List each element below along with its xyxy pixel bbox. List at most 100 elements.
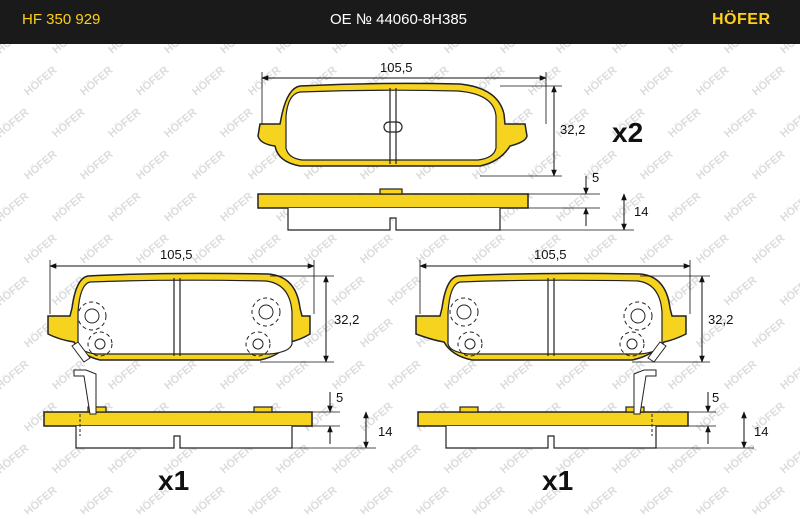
watermark-logo: HÖFER: [442, 358, 480, 393]
left-total-thickness-label: 14: [378, 424, 392, 439]
watermark-logo: HÖFER: [106, 358, 144, 393]
watermark-logo: HÖFER: [778, 358, 800, 393]
watermark-logo: HÖFER: [134, 64, 172, 99]
watermark-logo: HÖFER: [358, 316, 396, 351]
watermark-logo: HÖFER: [162, 190, 200, 225]
watermark-logo: HÖFER: [78, 232, 116, 267]
watermark-logo: HÖFER: [414, 484, 452, 514]
top-pad-front-view: [257, 82, 528, 167]
watermark-logo: HÖFER: [162, 106, 200, 141]
watermark-logo: HÖFER: [330, 358, 368, 393]
watermark-logo: HÖFER: [0, 442, 31, 477]
watermark-logo: HÖFER: [134, 148, 172, 183]
watermark-logo: HÖFER: [750, 148, 788, 183]
watermark-logo: HÖFER: [638, 232, 676, 267]
watermark-logo: HÖFER: [694, 232, 732, 267]
right-height-label: 32,2: [708, 312, 733, 327]
watermark-logo: HÖFER: [246, 64, 284, 99]
watermark-logo: HÖFER: [694, 148, 732, 183]
watermark-logo: HÖFER: [554, 358, 592, 393]
watermark-logo: HÖFER: [218, 44, 256, 56]
watermark-logo: HÖFER: [190, 484, 228, 514]
watermark-logo: HÖFER: [78, 484, 116, 514]
watermark-logo: HÖFER: [470, 484, 508, 514]
watermark-logo: HÖFER: [330, 44, 368, 56]
watermark-logo: HÖFER: [750, 484, 788, 514]
right-quantity-label: x1: [542, 465, 573, 496]
watermark-logo: HÖFER: [470, 232, 508, 267]
right-pad-side-view: [417, 369, 689, 449]
watermark-logo: HÖFER: [190, 232, 228, 267]
watermark-logo: HÖFER: [274, 358, 312, 393]
watermark-logo: HÖFER: [582, 148, 620, 183]
watermark-logo: HÖFER: [302, 232, 340, 267]
watermark-logo: HÖFER: [666, 442, 704, 477]
watermark-logo: HÖFER: [638, 484, 676, 514]
watermark-logo: HÖFER: [330, 442, 368, 477]
top-total-thickness-label: 14: [634, 204, 648, 219]
top-quantity-label: x2: [612, 117, 643, 148]
watermark-logo: HÖFER: [22, 64, 60, 99]
part-number: HF 350 929: [22, 11, 101, 28]
watermark-logo: HÖFER: [750, 64, 788, 99]
left-quantity-label: x1: [158, 465, 189, 496]
watermark-logo: HÖFER: [722, 442, 760, 477]
watermark-logo: HÖFER: [750, 316, 788, 351]
watermark-logo: HÖFER: [722, 274, 760, 309]
watermark-logo: HÖFER: [274, 44, 312, 56]
brand-logo: HÖFER: [712, 11, 771, 28]
watermark-logo: HÖFER: [778, 190, 800, 225]
top-dimensions: 105,5 32,2 5 14 x2: [261, 60, 648, 231]
left-backplate-thickness-label: 5: [336, 390, 343, 405]
watermark-logo: HÖFER: [162, 44, 200, 56]
watermark-logo: HÖFER: [498, 44, 536, 56]
oe-number: OE № 44060-8H385: [330, 11, 468, 28]
watermark-logo: HÖFER: [778, 44, 800, 56]
watermark-logo: HÖFER: [666, 106, 704, 141]
watermark-logo: HÖFER: [218, 190, 256, 225]
watermark-logo: HÖFER: [50, 44, 88, 56]
top-pad-side-view: [257, 188, 529, 231]
watermark-logo: HÖFER: [638, 64, 676, 99]
watermark-logo: HÖFER: [106, 44, 144, 56]
watermark-logo: HÖFER: [722, 44, 760, 56]
watermark-logo: HÖFER: [0, 106, 31, 141]
watermark-logo: HÖFER: [190, 64, 228, 99]
watermark-logo: HÖFER: [106, 190, 144, 225]
top-backplate-thickness-label: 5: [592, 170, 599, 185]
watermark-logo: HÖFER: [246, 484, 284, 514]
watermark-logo: HÖFER: [498, 358, 536, 393]
left-dimensions: 105,5 32,2 5 14 x1: [49, 247, 392, 496]
watermark-logo: HÖFER: [218, 106, 256, 141]
watermark-logo: HÖFER: [162, 358, 200, 393]
top-width-label: 105,5: [380, 60, 413, 75]
watermark-logo: HÖFER: [582, 484, 620, 514]
watermark-logo: HÖFER: [0, 358, 31, 393]
watermark-logo: HÖFER: [694, 484, 732, 514]
right-total-thickness-label: 14: [754, 424, 768, 439]
watermark-logo: HÖFER: [302, 484, 340, 514]
watermark-logo: HÖFER: [526, 148, 564, 183]
technical-drawing: HÖFER HÖFER HÖFER HÖFER HÖFER HÖFER HÖFER HÖFER…: [0, 44, 800, 514]
watermark-logo: HÖFER: [246, 232, 284, 267]
watermark-logo: HÖFER: [0, 190, 31, 225]
watermark-logo: HÖFER: [190, 148, 228, 183]
watermark-logo: HÖFER: [50, 190, 88, 225]
watermark-logo: HÖFER: [22, 232, 60, 267]
watermark-logo: HÖFER: [750, 232, 788, 267]
header-bar: HF 350 929 OE № 44060-8H385 HÖFER: [0, 0, 800, 44]
watermark-logo: HÖFER: [386, 358, 424, 393]
watermark-logo: HÖFER: [582, 232, 620, 267]
watermark-logo: HÖFER: [386, 44, 424, 56]
right-width-label: 105,5: [534, 247, 567, 262]
watermark-logo: HÖFER: [666, 190, 704, 225]
watermark-logo: HÖFER: [414, 232, 452, 267]
watermark-logo: HÖFER: [358, 232, 396, 267]
watermark-logo: HÖFER: [330, 274, 368, 309]
watermark-logo: HÖFER: [666, 44, 704, 56]
watermark-logo: HÖFER: [722, 358, 760, 393]
watermark-logo: HÖFER: [442, 44, 480, 56]
watermark-logo: HÖFER: [50, 106, 88, 141]
left-height-label: 32,2: [334, 312, 359, 327]
watermark-logo: HÖFER: [778, 442, 800, 477]
